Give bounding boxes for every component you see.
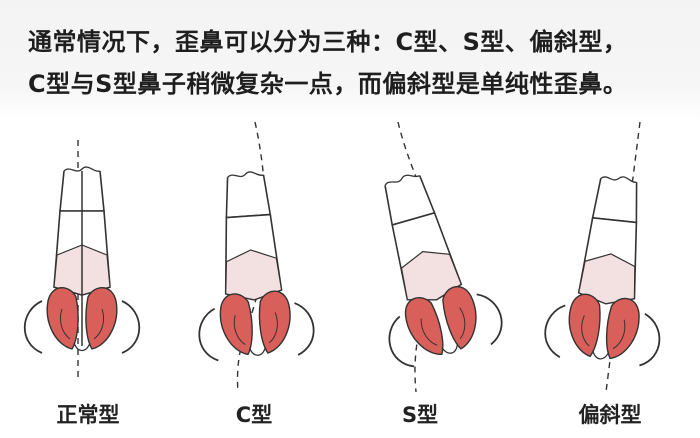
caption-normal: 正常型 xyxy=(56,403,120,427)
figure-c-type xyxy=(187,121,317,393)
header-banner: 通常情况下，歪鼻可以分为三种：C型、S型、偏斜型， C型与S型鼻子稍微复杂一点，… xyxy=(0,0,700,122)
figure-s-type xyxy=(345,121,509,393)
header-line-2: C型与S型鼻子稍微复杂一点，而偏斜型是单纯性歪鼻。 xyxy=(28,70,628,98)
figure-deviated-type xyxy=(541,121,677,393)
caption-deviated-type: 偏斜型 xyxy=(578,403,642,427)
header-line-1: 通常情况下，歪鼻可以分为三种：C型、S型、偏斜型， xyxy=(28,28,628,56)
caption-c-type: C型 xyxy=(235,403,273,427)
figure-normal xyxy=(23,140,141,380)
caption-s-type: S型 xyxy=(401,403,439,427)
